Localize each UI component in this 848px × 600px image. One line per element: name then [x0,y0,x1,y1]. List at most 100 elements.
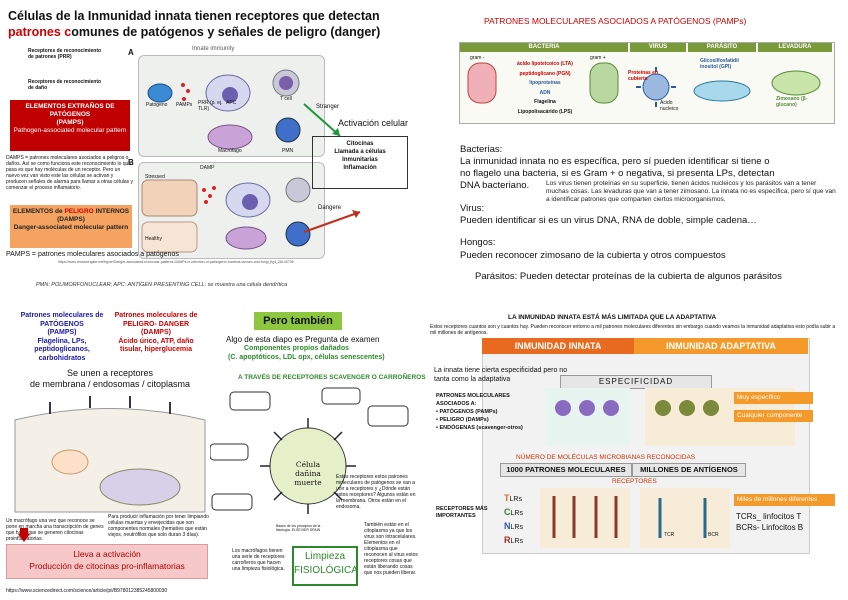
panel-a-illustration [147,69,301,150]
damps-box-peligro: PELIGRO [64,208,94,215]
num-title: NÚMERO DE MOLÉCULAS MICROBIANAS RECONOCI… [516,454,696,461]
miles-label: Miles de millones diferentes [734,494,835,506]
pmn-note: PMN: POLIMORFONUCLEAR; APC: ANTIGEN PRES… [36,282,288,288]
pamps-box-line3: Pathogen-associated molecular pattern [13,127,127,134]
q3-unen-2: de membrana / endosomas / citoplasma [29,379,191,389]
col-bacteria-header: BACTERIA [460,43,628,52]
speech-bubble-icons [210,387,409,511]
q3-pamps-1: Patrones moleculares de [20,312,104,319]
rec-imp-2: IMPORTANTES [436,513,476,519]
adaptive-receptors-bg [640,488,730,548]
apc-b-nucleus-icon [242,194,258,210]
damps-box-line1: ELEMENTOS de PELIGRO INTERNOS [10,208,132,216]
bacteria-line3: DNA bacteriano. [460,180,530,191]
pero-tambien: Pero también [254,312,342,330]
tcr-small: TCR [664,532,675,538]
cyto-line4: Inflamación [343,165,377,171]
bac-lta: ácido lipoteicoico (LTA) [517,61,573,67]
nlr-suffix: LRs [510,524,523,531]
stressed-label: Stressed [145,174,165,180]
virus-icon [642,73,670,101]
damps-box-a: ELEMENTOS de [12,208,63,215]
parasite-icon [693,80,751,102]
q3-damps-4: Ácido úrico, ATP, daño [118,337,194,345]
damps-box-c: INTERNOS [93,208,130,215]
innata-header: INMUNIDAD INNATA [482,338,634,354]
source-url-1: https://www.researchgate.net/figure/Dang… [58,260,294,264]
muy-especifico: Muy específico [734,392,813,404]
virus-spikes-icon [636,67,676,107]
q1-title: Células de la Inmunidad innata tienen re… [8,8,408,40]
rec-imp-1: RECEPTORES MÁS [436,506,488,512]
membrane-illustration [14,396,206,513]
q3-pamps-2: PATÓGENOS [40,320,84,328]
q1-title-line2: omunes de patógenos y señales de peligro… [71,25,381,39]
stranger-arrow [303,103,341,137]
especificidad-bar: ESPECIFICIDAD [560,375,712,389]
prr-label: Receptores de reconocimiento de patrones… [28,48,102,60]
scavenger-title: A TRAVÉS DE RECEPTORES SCAVENGER O CARRO… [238,374,426,381]
virus-nucleic-label: Ácido nucleico [660,100,679,112]
num-right: MILLONES DE ANTÍGENOS [632,463,746,477]
innate-cells-bg [545,388,630,446]
danger-label: Dangere [318,205,342,211]
endosome-icon [51,449,89,475]
rlr-letter: R [504,535,511,545]
macrophage-icon [207,124,253,150]
q2-title: PATRONES MOLECULARES ASOCIADOS A PATÓGEN… [484,16,747,26]
rlr-suffix: LRs [510,538,523,545]
bacteria-heading: Bacterias: [460,144,503,155]
bac-lps: Lipopolisacárido (LPS) [517,108,573,115]
parasite-line: Parásitos: Pueden detectar proteínas de … [475,271,782,282]
pat-5: • ENDÓGENAS (scavenger-otros) [436,425,523,431]
virus-heading: Virus: [460,203,485,214]
q4-sub: Estos receptores cuantos son y cuantos h… [430,324,836,336]
gram-neg-bacterium-icon [467,62,497,104]
col-virus-header: VIRUS [630,43,686,52]
fungi-heading: Hongos: [460,237,496,248]
virus-line: Pueden identificar si es un virus DNA, R… [460,215,757,226]
pamps-table-illustration [467,62,821,107]
fungi-line: Pueden reconocer zimosano de la cubierta… [460,250,726,261]
stranger-label: Stranger [316,104,340,110]
exam-note: Algo de esta diapo es Pregunta de examen [226,335,380,344]
q1-title-line1: Células de la Inmunidad innata tienen re… [8,9,380,23]
cyto-line3: Inmunitarias [342,157,378,163]
damp-small-label: DAMP [200,165,215,171]
tcell-b-icon [285,177,311,203]
damps-note: DAMPS = patrones moleculares asociados a… [6,155,134,191]
q3-pamps-6: carbohidratos [38,354,86,362]
tlr-row: TLRs [504,492,534,506]
pat-list: PATRONES MOLECULARES ASOCIADOS A: • PATÓ… [436,392,546,432]
scavenger-receptor-icons [260,418,356,514]
activation-arrows [303,103,361,233]
cito-note: También están en el citoplasma ya que lo… [364,522,418,576]
gram-pos-label: gram + [590,55,606,61]
q3-damps-2: PELIGRO- DANGER [122,320,190,328]
apc-nucleus-icon [222,87,238,103]
prr-small-label: PRR (p. ej. TLR) [198,100,223,112]
q3-unen: Se unen a receptores de membrana / endos… [12,368,208,390]
receptores-label: RECEPTORES [612,478,657,485]
danger-arrow [303,211,361,233]
q3-unen-1: Se unen a receptores [66,368,154,378]
yeast-zymosan-label: Zimosano (β-glucano) [776,96,808,108]
tlr-letter: T [504,493,510,503]
q3-damps-1: Patrones moleculares de [114,312,198,319]
source-note: Bases de los principios de la fisiología… [276,524,321,532]
macrophage-label: Macrófago [218,148,242,154]
bac-flagellin: Flagelina [534,99,556,105]
scavenger-note: Estos receptores estos patrones molecula… [336,474,416,510]
bac-pgn: peptidoglicano (PGN) [519,70,571,77]
cualquier-componente: Cualquier componente [734,410,813,422]
q3-damps-3: (DAMPS) [141,329,171,336]
pamps-icon [181,83,190,101]
bcr-small: BCR [708,532,719,538]
rlr-row: RLRs [504,534,534,548]
activation-box: Lleva a activación Producción de citocin… [6,544,208,579]
tcr-bcr-icons [658,498,707,538]
cyto-line2: Llamada a células [334,149,386,155]
innate-receptor-type-icons [552,496,618,538]
macro-note2: Los macrófagos tienen una serie de recep… [232,548,285,572]
damp-icon [202,186,216,204]
